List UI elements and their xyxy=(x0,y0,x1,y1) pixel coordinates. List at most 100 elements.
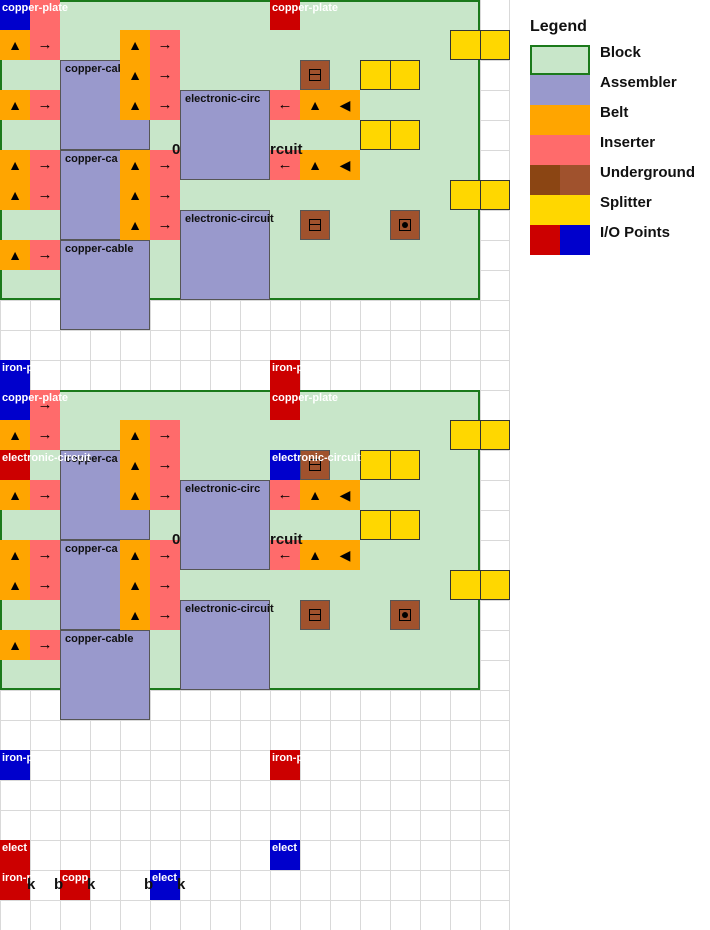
inserter[interactable]: → xyxy=(30,570,60,600)
underground-entry[interactable] xyxy=(300,600,330,630)
inserter[interactable]: → xyxy=(30,150,60,180)
assembler-electronic-circuit[interactable]: electronic-circuit xyxy=(180,600,274,690)
inserter[interactable]: → xyxy=(150,450,180,480)
io-output-point[interactable] xyxy=(0,0,30,30)
up-triangle-icon: ▲ xyxy=(128,97,142,113)
underground-entry[interactable] xyxy=(300,210,330,240)
belt[interactable]: ▲ xyxy=(300,90,330,120)
underground-entry[interactable] xyxy=(300,60,330,90)
splitter[interactable] xyxy=(360,120,420,150)
splitter[interactable] xyxy=(360,60,420,90)
assembler-recipe: copper-ca xyxy=(65,543,118,555)
belt[interactable]: ▲ xyxy=(120,570,150,600)
inserter[interactable] xyxy=(30,0,60,30)
underground-entry[interactable] xyxy=(300,450,330,480)
splitter[interactable] xyxy=(450,180,510,210)
belt[interactable]: ▲ xyxy=(0,480,30,510)
inserter[interactable]: ← xyxy=(270,90,300,120)
io-output-point[interactable]: elect xyxy=(150,870,180,900)
belt[interactable]: ▲ xyxy=(120,30,150,60)
inserter[interactable]: → xyxy=(150,570,180,600)
underground-exit[interactable] xyxy=(390,210,420,240)
io-input-point[interactable]: copp xyxy=(60,870,90,900)
splitter[interactable] xyxy=(360,510,420,540)
inserter[interactable]: → xyxy=(30,240,60,270)
splitter[interactable] xyxy=(450,570,510,600)
belt[interactable]: ◀ xyxy=(330,540,360,570)
belt[interactable]: ▲ xyxy=(120,480,150,510)
splitter[interactable] xyxy=(450,420,510,450)
belt[interactable]: ▲ xyxy=(0,90,30,120)
inserter[interactable]: → xyxy=(30,180,60,210)
inserter[interactable]: → xyxy=(150,30,180,60)
inserter[interactable]: ← xyxy=(270,540,300,570)
belt[interactable]: ▲ xyxy=(0,150,30,180)
inserter[interactable]: ← xyxy=(270,150,300,180)
belt[interactable]: ◀ xyxy=(330,150,360,180)
assembler-electronic-circuit[interactable]: electronic-circ xyxy=(180,480,270,570)
inserter[interactable]: → xyxy=(150,90,180,120)
assembler-copper-cable[interactable]: copper-cable xyxy=(60,630,150,720)
belt[interactable]: ▲ xyxy=(0,630,30,660)
inserter[interactable]: → xyxy=(30,390,60,420)
belt[interactable]: ▲ xyxy=(120,180,150,210)
belt[interactable]: ▲ xyxy=(120,60,150,90)
splitter[interactable] xyxy=(360,450,420,480)
belt[interactable]: ▲ xyxy=(0,570,30,600)
inserter[interactable]: → xyxy=(30,90,60,120)
belt[interactable]: ◀ xyxy=(330,480,360,510)
belt[interactable]: ▲ xyxy=(120,450,150,480)
inserter[interactable]: → xyxy=(150,420,180,450)
belt[interactable]: ▲ xyxy=(0,30,30,60)
belt[interactable]: ▲ xyxy=(120,210,150,240)
underground-exit[interactable] xyxy=(390,600,420,630)
up-triangle-icon: ▲ xyxy=(8,637,22,653)
left-triangle-icon: ◀ xyxy=(339,487,351,503)
up-triangle-icon: ▲ xyxy=(128,187,142,203)
io-input-point[interactable]: iron-p xyxy=(270,360,303,390)
legend-label: Block xyxy=(600,44,641,61)
splitter[interactable] xyxy=(450,30,510,60)
io-output-point[interactable]: elect xyxy=(270,840,300,870)
assembler-electronic-circuit[interactable]: electronic-circ xyxy=(180,90,270,180)
inserter[interactable]: → xyxy=(150,60,180,90)
inserter[interactable]: → xyxy=(150,150,180,180)
inserter[interactable]: → xyxy=(30,540,60,570)
belt[interactable]: ▲ xyxy=(120,150,150,180)
belt[interactable]: ▲ xyxy=(0,180,30,210)
io-input-point[interactable]: iron-p xyxy=(0,870,33,900)
belt[interactable]: ▲ xyxy=(300,150,330,180)
io-input-point[interactable] xyxy=(270,0,300,30)
belt[interactable]: ▲ xyxy=(120,600,150,630)
io-output-point[interactable] xyxy=(270,450,300,480)
io-input-point[interactable] xyxy=(0,450,30,480)
belt[interactable]: ▲ xyxy=(300,480,330,510)
io-output-point[interactable]: iron-p xyxy=(0,750,33,780)
inserter[interactable]: → xyxy=(150,210,180,240)
belt[interactable]: ▲ xyxy=(0,240,30,270)
inserter[interactable]: → xyxy=(150,600,180,630)
io-input-point[interactable]: elect xyxy=(0,840,30,870)
belt[interactable]: ▲ xyxy=(120,540,150,570)
inserter[interactable]: → xyxy=(150,180,180,210)
inserter[interactable]: → xyxy=(150,480,180,510)
assembler-electronic-circuit[interactable]: electronic-circuit xyxy=(180,210,274,300)
inserter[interactable]: → xyxy=(150,540,180,570)
inserter[interactable]: → xyxy=(30,30,60,60)
io-input-point[interactable]: iron-p xyxy=(270,750,303,780)
io-output-point[interactable]: iron-p xyxy=(0,360,33,390)
inserter[interactable]: → xyxy=(30,480,60,510)
belt[interactable]: ▲ xyxy=(120,90,150,120)
inserter[interactable]: ← xyxy=(270,480,300,510)
assembler-copper-cable[interactable]: copper-cable xyxy=(60,240,150,330)
io-input-point[interactable] xyxy=(270,390,300,420)
belt[interactable]: ◀ xyxy=(330,90,360,120)
belt[interactable]: ▲ xyxy=(300,540,330,570)
left-triangle-icon: ◀ xyxy=(339,97,351,113)
io-output-point[interactable] xyxy=(0,390,30,420)
belt[interactable]: ▲ xyxy=(0,540,30,570)
inserter[interactable]: → xyxy=(30,630,60,660)
belt[interactable]: ▲ xyxy=(120,420,150,450)
belt[interactable]: ▲ xyxy=(0,420,30,450)
inserter[interactable]: → xyxy=(30,420,60,450)
